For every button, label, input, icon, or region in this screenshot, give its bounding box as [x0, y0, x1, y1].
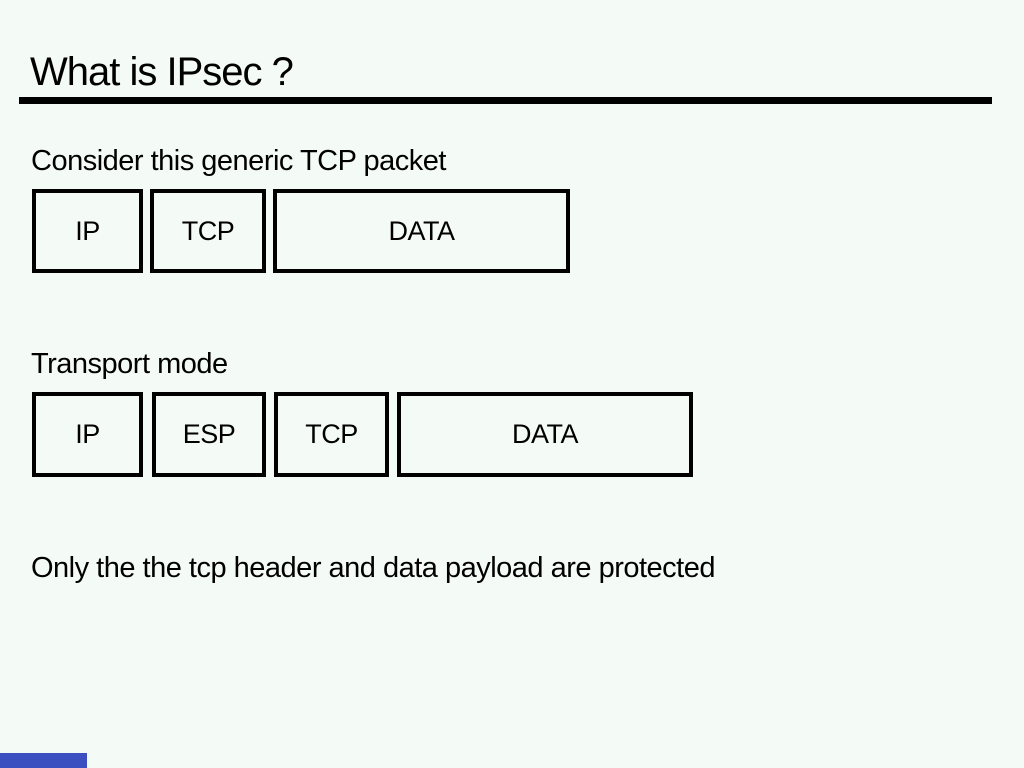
protection-note: Only the the tcp header and data payload…	[31, 552, 716, 584]
generic-packet-caption: Consider this generic TCP packet	[31, 145, 446, 177]
packet-box-esp: ESP	[152, 392, 266, 477]
packet-box-label: TCP	[305, 419, 358, 449]
packet-box-label: IP	[75, 215, 100, 246]
packet-box-data: DATA	[273, 189, 570, 273]
packet-box-label: TCP	[181, 215, 235, 246]
packet-box-label: DATA	[511, 419, 579, 449]
slide-progress-gauge	[0, 753, 87, 768]
packet-box-ip: IP	[32, 189, 143, 273]
packet-box-tcp: TCP	[274, 392, 389, 477]
packet-box-label: IP	[75, 419, 100, 449]
packet-box-tcp: TCP	[150, 189, 266, 273]
transport-mode-caption: Transport mode	[31, 348, 228, 380]
slide-title: What is IPsec ?	[30, 50, 294, 94]
packet-box-ip: IP	[32, 392, 143, 477]
packet-box-label: ESP	[182, 419, 236, 449]
title-underline-rule	[19, 97, 992, 104]
packet-box-data: DATA	[397, 392, 693, 477]
packet-box-label: DATA	[388, 215, 455, 246]
